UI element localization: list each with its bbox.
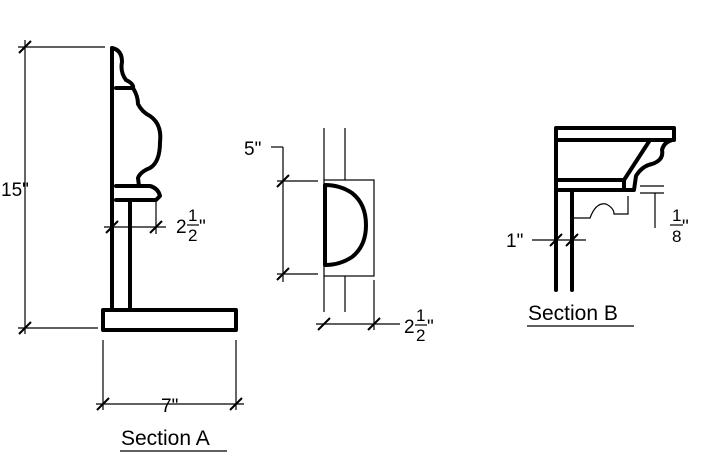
reveal-dimension: 1 8 " <box>640 185 689 246</box>
detail-width-numerator: 1 <box>416 306 425 325</box>
width-dimension-label: 7" <box>161 396 178 417</box>
offset-dimension: 2 1 2 " <box>104 200 206 245</box>
detail-width-unit: " <box>427 317 434 338</box>
section-a-title: Section A <box>121 427 210 450</box>
half-round-profile <box>323 183 368 267</box>
half-round-detail: 5" 2 1 2 " <box>244 128 434 345</box>
height-dimension: 15" <box>1 40 105 335</box>
reveal-dimension-numerator: 1 <box>672 206 681 225</box>
height-dimension-label: 15" <box>1 180 29 201</box>
offset-dimension-unit: " <box>199 217 206 238</box>
section-a-profile <box>101 46 238 332</box>
offset-dimension-numerator: 1 <box>188 206 197 225</box>
section-b-title: Section B <box>528 302 618 325</box>
offset-dimension-denominator: 2 <box>188 226 197 245</box>
reveal-dimension-unit: " <box>682 217 689 238</box>
section-b-profile <box>554 126 676 292</box>
section-b: 1" 1 8 " Section B <box>506 126 689 327</box>
offset-dimension-whole: 2 <box>176 217 187 238</box>
detail-width-denominator: 2 <box>416 326 425 345</box>
section-a: 15" 2 1 2 " 7" Section A <box>1 40 244 452</box>
gap-dimension-label: 1" <box>506 231 523 252</box>
detail-height-dimension: 5" <box>244 139 318 282</box>
detail-height-label: 5" <box>244 139 261 160</box>
reveal-dimension-denominator: 8 <box>672 227 681 246</box>
gap-dimension: 1" <box>506 231 586 252</box>
detail-width-whole: 2 <box>404 317 415 338</box>
detail-width-dimension: 2 1 2 " <box>316 280 434 345</box>
width-dimension: 7" <box>96 340 244 417</box>
